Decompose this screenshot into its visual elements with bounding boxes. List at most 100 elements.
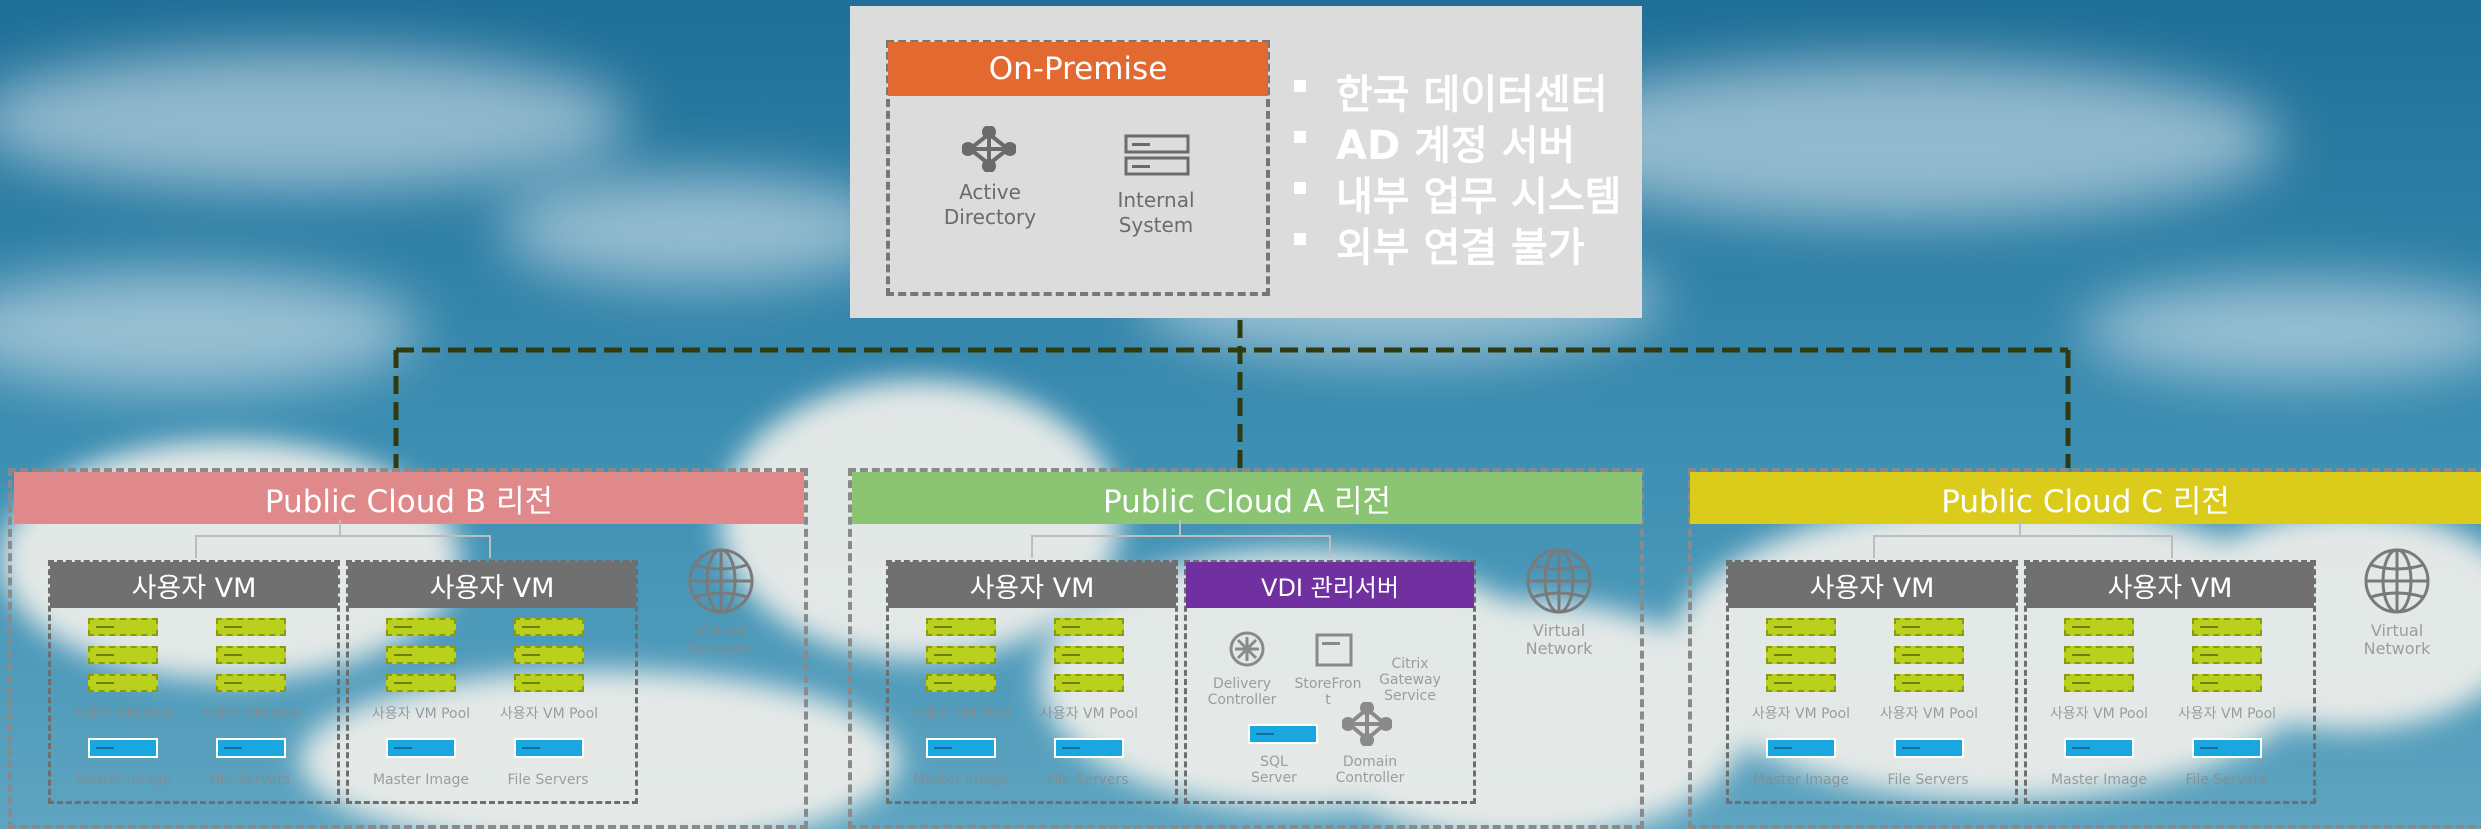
gateway-label-line: Gateway bbox=[1379, 672, 1441, 688]
vm-pool-label: 사용자 VM Pool bbox=[1751, 706, 1851, 722]
vm-group-box bbox=[2024, 560, 2316, 804]
master-image-label: Master Image bbox=[372, 772, 470, 788]
vm-slot bbox=[1054, 646, 1124, 664]
region-c-box bbox=[1688, 468, 2481, 829]
master-image-label: Master Image bbox=[912, 772, 1010, 788]
file-server-icon bbox=[1894, 738, 1964, 758]
file-server-icon bbox=[216, 738, 286, 758]
master-image-label: Master Image bbox=[1752, 772, 1850, 788]
vdi-group-box bbox=[1184, 560, 1476, 804]
vm-group-title: 사용자 VM bbox=[1728, 562, 2016, 608]
vm-pool-label: 사용자 VM Pool bbox=[1879, 706, 1979, 722]
bullet-3: 외부 연결 불가 bbox=[1294, 215, 1585, 273]
vm-slot bbox=[1894, 674, 1964, 692]
gateway-label-line: Service bbox=[1384, 688, 1436, 704]
vm-slot bbox=[926, 674, 996, 692]
vm-slot bbox=[2192, 674, 2262, 692]
domain-controller-label-line: Domain bbox=[1342, 754, 1398, 770]
vm-pool-label: 사용자 VM Pool bbox=[2177, 706, 2277, 722]
file-servers-label: File Servers bbox=[2185, 772, 2267, 788]
region-c-title: Public Cloud C 리전 bbox=[1690, 472, 2481, 524]
network-hub-icon bbox=[962, 126, 1016, 172]
vm-slot bbox=[1894, 646, 1964, 664]
vm-pool-label: 사용자 VM Pool bbox=[1039, 706, 1139, 722]
vm-group-box bbox=[1726, 560, 2018, 804]
vm-pool-label: 사용자 VM Pool bbox=[201, 706, 301, 722]
storefront-icon bbox=[1315, 633, 1353, 667]
virtual-network-label-line: Network bbox=[1525, 639, 1593, 658]
vm-slot bbox=[2064, 674, 2134, 692]
virtual-network-label-line: Network bbox=[687, 639, 755, 658]
storefront-label-line: t bbox=[1325, 692, 1331, 708]
vm-slot bbox=[1894, 618, 1964, 636]
vm-slot bbox=[88, 674, 158, 692]
sql-server-label-line: SQL bbox=[1260, 754, 1288, 770]
virtual-network-label-line: Network bbox=[2363, 639, 2431, 658]
master-image-icon bbox=[926, 738, 996, 758]
network-hub-icon bbox=[1342, 702, 1392, 746]
master-image-icon bbox=[2064, 738, 2134, 758]
vm-slot bbox=[2064, 646, 2134, 664]
master-image-label: Master Image bbox=[74, 772, 172, 788]
vm-slot bbox=[88, 646, 158, 664]
server-rack-icon bbox=[1124, 134, 1190, 176]
vm-slot bbox=[514, 618, 584, 636]
file-servers-label: File Servers bbox=[209, 772, 291, 788]
virtual-network-label-line: Virtual bbox=[2370, 621, 2424, 640]
vm-slot bbox=[1766, 674, 1836, 692]
globe-icon bbox=[2364, 548, 2430, 614]
vdi-title: VDI 관리서버 bbox=[1186, 562, 1474, 608]
bullet-1: AD 계정 서버 bbox=[1293, 113, 1575, 171]
vm-slot bbox=[1054, 674, 1124, 692]
region-b-title: Public Cloud B 리전 bbox=[14, 472, 804, 524]
region-b-box bbox=[8, 468, 808, 829]
file-server-icon bbox=[2192, 738, 2262, 758]
vm-slot bbox=[2192, 646, 2262, 664]
vm-slot bbox=[926, 646, 996, 664]
vm-slot bbox=[216, 674, 286, 692]
region-a-box bbox=[848, 468, 1644, 829]
globe-icon bbox=[688, 548, 754, 614]
master-image-icon bbox=[1766, 738, 1836, 758]
domain-controller-label-line: Controller bbox=[1335, 770, 1405, 786]
vm-pool-label: 사용자 VM Pool bbox=[911, 706, 1011, 722]
master-image-icon bbox=[88, 738, 158, 758]
bullet-0: 한국 데이터센터 bbox=[1294, 62, 1608, 120]
vm-slot bbox=[2192, 618, 2262, 636]
vm-pool-label: 사용자 VM Pool bbox=[499, 706, 599, 722]
gear-icon bbox=[1229, 631, 1265, 667]
vm-slot bbox=[926, 618, 996, 636]
vm-group-box bbox=[48, 560, 340, 804]
vm-pool-label: 사용자 VM Pool bbox=[371, 706, 471, 722]
vm-slot bbox=[216, 618, 286, 636]
vm-slot bbox=[1054, 618, 1124, 636]
onprem-title: On-Premise bbox=[888, 42, 1268, 96]
file-server-icon bbox=[514, 738, 584, 758]
vm-group-title: 사용자 VM bbox=[348, 562, 636, 608]
master-image-icon bbox=[386, 738, 456, 758]
file-server-icon bbox=[1054, 738, 1124, 758]
vm-pool-label: 사용자 VM Pool bbox=[2049, 706, 2149, 722]
vm-slot bbox=[1766, 618, 1836, 636]
virtual-network-label-line: Virtual bbox=[694, 621, 748, 640]
vm-slot bbox=[386, 674, 456, 692]
delivery-controller-label-line: Delivery bbox=[1212, 676, 1272, 692]
sql-server-icon bbox=[1248, 724, 1318, 744]
globe-icon bbox=[1526, 548, 1592, 614]
virtual-network-label-line: Virtual bbox=[1532, 621, 1586, 640]
group-brackets bbox=[195, 520, 2173, 558]
file-servers-label: File Servers bbox=[1887, 772, 1969, 788]
vm-slot bbox=[2064, 618, 2134, 636]
vm-slot bbox=[514, 646, 584, 664]
